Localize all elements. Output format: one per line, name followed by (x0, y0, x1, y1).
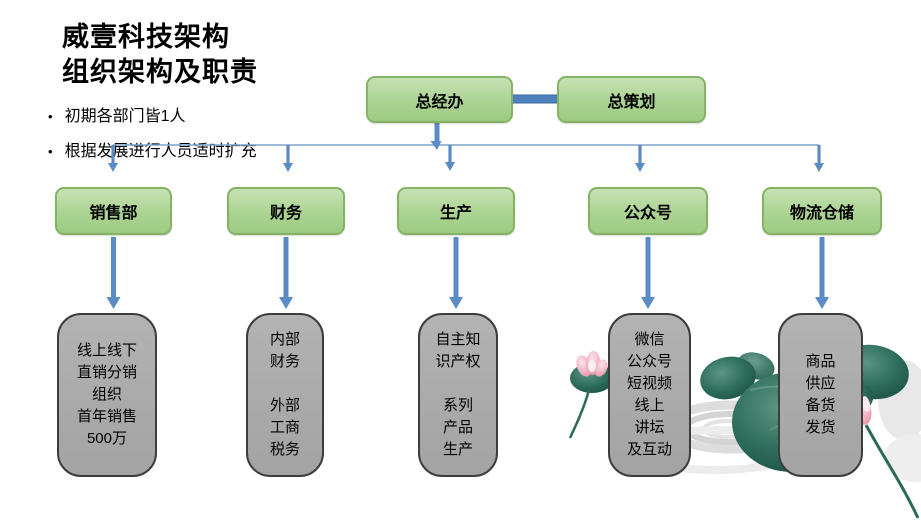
title-line-1: 威壹科技架构 (62, 22, 230, 52)
node-finance-dept: 财务 (227, 187, 345, 235)
node-sales-dept: 销售部 (55, 187, 172, 235)
duty-box-wechat: 微信 公众号 短视频 线上 讲坛 及互动 (608, 313, 691, 477)
bullet-marker: • (48, 109, 53, 124)
node-label: 总策划 (607, 93, 656, 111)
duty-box-logistics: 商品 供应 备货 发货 (778, 313, 863, 477)
node-general-manager-office: 总经办 (366, 76, 513, 123)
bullet-text-1: 初期各部门皆1人 (64, 108, 186, 125)
duty-text: 微信 公众号 短视频 线上 讲坛 及互动 (626, 331, 672, 458)
node-label: 总经办 (415, 93, 464, 111)
duty-text: 线上线下 直销分销 组织 首年销售 500万 (76, 342, 137, 447)
bullet-marker: • (48, 144, 53, 159)
title-line-2: 组织架构及职责 (62, 57, 258, 87)
node-label: 销售部 (89, 205, 138, 222)
node-label: 物流仓储 (789, 205, 854, 222)
node-label: 公众号 (623, 205, 672, 222)
page-title: 威壹科技架构 组织架构及职责 (62, 20, 258, 90)
node-production-dept: 生产 (397, 187, 515, 235)
duty-box-sales: 线上线下 直销分销 组织 首年销售 500万 (57, 313, 157, 477)
node-logistics-dept: 物流仓储 (762, 187, 882, 235)
duty-text: 商品 供应 备货 发货 (805, 353, 836, 436)
duty-text: 自主知 识产权 系列 产品 生产 (435, 331, 481, 458)
node-label: 财务 (269, 205, 302, 222)
duty-box-production: 自主知 识产权 系列 产品 生产 (418, 313, 498, 477)
node-chief-planning: 总策划 (557, 76, 706, 123)
node-label: 生产 (439, 205, 472, 222)
duty-text: 内部 财务 外部 工商 税务 (269, 331, 300, 458)
top-horizontal-link (510, 94, 560, 104)
node-wechat-dept: 公众号 (588, 187, 708, 235)
bullet-text-2: 根据发展进行人员适时扩充 (64, 143, 257, 160)
duty-box-finance: 内部 财务 外部 工商 税务 (246, 313, 324, 477)
bullet-item-1: • 初期各部门皆1人 (48, 106, 185, 127)
bullet-item-2: • 根据发展进行人员适时扩充 (48, 141, 257, 162)
department-duty-arrows (106, 237, 829, 309)
